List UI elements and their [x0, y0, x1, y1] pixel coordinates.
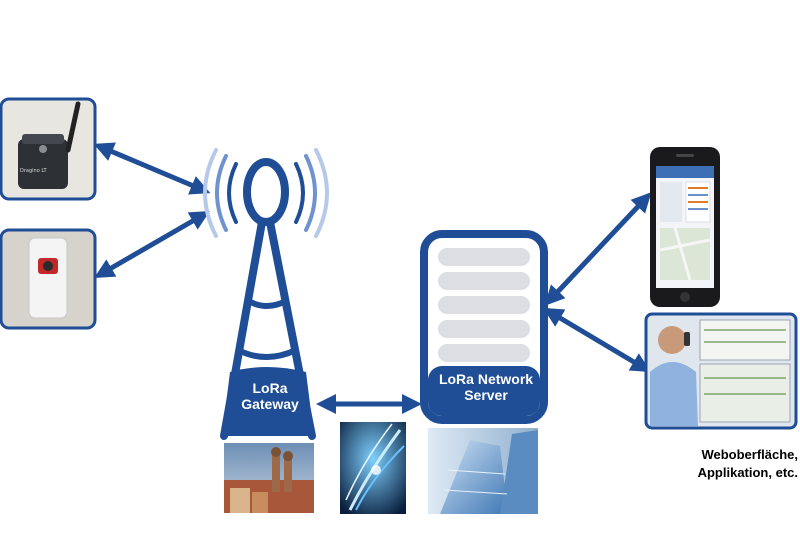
sensor-photo-caption-text: Dragino LT: [20, 168, 47, 174]
smartphone-icon: [650, 147, 720, 307]
city-skyline-icon: [224, 443, 314, 513]
office-building-icon: [428, 428, 538, 514]
web-label-line1: Weboberfläche,: [701, 447, 798, 462]
gateway-label-line1: LoRa: [252, 380, 288, 396]
gateway-tower-icon: [203, 148, 329, 440]
operator-workstation-icon: [644, 312, 798, 430]
sensor-photo-caption: Dragino LT: [20, 168, 47, 174]
arrow-server-workstation: [543, 307, 651, 373]
arrow-server-phone: [544, 192, 652, 306]
network-server-label-line1: LoRa Network: [438, 371, 534, 387]
arrow-button-gateway: [94, 210, 210, 279]
arrow-sensor-gateway: [93, 142, 211, 195]
sensor-device-icon: [0, 97, 97, 201]
web-label-line2: Applikation, etc.: [697, 465, 798, 481]
push-button-device-icon: [0, 228, 97, 330]
fiber-optic-icon: [340, 422, 406, 514]
web-application-label: Weboberfläche, Applikation, etc.: [650, 446, 798, 482]
gateway-label-line2: Gateway: [241, 396, 299, 413]
network-server-label: LoRa Network Server: [428, 371, 544, 403]
server-rack-icon: [420, 230, 548, 424]
network-server-label-line2: Server: [464, 387, 508, 404]
gateway-label: LoRa Gateway: [230, 380, 310, 412]
